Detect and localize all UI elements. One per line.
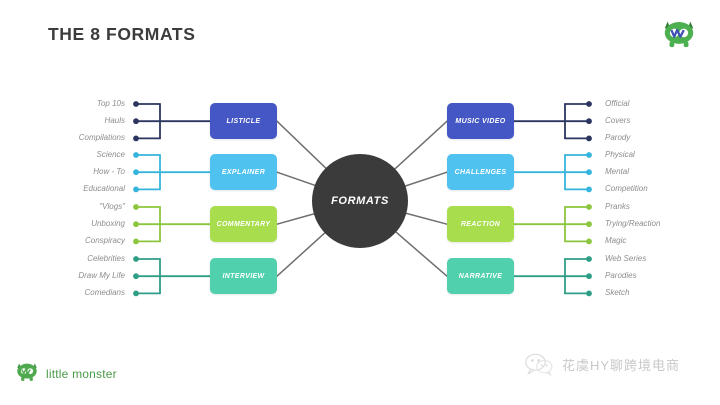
- format-box-label: LISTICLE: [226, 117, 261, 125]
- center-node-label: FORMATS: [331, 195, 389, 207]
- format-box-reaction[interactable]: REACTION: [447, 206, 514, 243]
- format-box-narrative[interactable]: NARRATIVE: [447, 258, 514, 295]
- leaf-label: How - To: [93, 167, 125, 177]
- leaf-label: Compilations: [78, 133, 125, 143]
- leaf-label: Top 10s: [96, 99, 125, 108]
- wechat-icon: [525, 353, 553, 376]
- leaf-label: Sketch: [605, 288, 630, 298]
- format-box-explainer[interactable]: EXPLAINER: [210, 154, 277, 191]
- leaf-label: Draw My Life: [78, 271, 125, 281]
- leaf-label: Parody: [605, 133, 631, 143]
- leaf-label: Conspiracy: [84, 236, 125, 246]
- leaf-label: Competition: [605, 184, 648, 194]
- little-monster-icon: [664, 21, 694, 48]
- footer-brand-label: little monster: [46, 367, 117, 381]
- format-box-music-video[interactable]: MUSIC VIDEO: [447, 103, 514, 140]
- format-box-listicle[interactable]: LISTICLE: [210, 103, 277, 140]
- wechat-credit: 花虞HY聊跨境电商: [524, 352, 680, 376]
- wechat-label: 花虞HY聊跨境电商: [562, 357, 681, 373]
- leaf-label: Mental: [605, 167, 630, 177]
- format-box-label: NARRATIVE: [458, 272, 503, 280]
- format-box-label: EXPLAINER: [221, 168, 266, 176]
- leaf-label: Educational: [83, 184, 125, 194]
- leaf-label: Pranks: [605, 202, 630, 211]
- leaf-label: Web Series: [605, 254, 647, 263]
- leaf-label: Trying/Reaction: [605, 219, 661, 229]
- center-node-formats[interactable]: FORMATS: [312, 154, 408, 248]
- format-box-label: INTERVIEW: [222, 272, 265, 280]
- leaf-label: "Vlogs": [99, 202, 125, 211]
- page-title: THE 8 FORMATS: [48, 24, 196, 44]
- leaf-label: Hauls: [104, 116, 125, 126]
- format-box-label: COMMENTARY: [216, 220, 271, 228]
- format-box-commentary[interactable]: COMMENTARY: [210, 206, 277, 243]
- format-box-label: CHALLENGES: [454, 168, 507, 176]
- format-box-challenges[interactable]: CHALLENGES: [447, 154, 514, 191]
- leaf-label: Science: [96, 150, 125, 159]
- little-monster-icon-footer: [17, 363, 37, 381]
- leaf-label: Comedians: [84, 288, 125, 298]
- leaf-label: Official: [605, 99, 630, 108]
- leaf-label: Celebrities: [87, 254, 125, 263]
- leaf-label: Parodies: [605, 271, 637, 281]
- leaf-label: Unboxing: [91, 219, 125, 229]
- leaf-label: Physical: [605, 150, 635, 159]
- format-box-interview[interactable]: INTERVIEW: [210, 258, 277, 295]
- format-box-label: MUSIC VIDEO: [455, 117, 506, 125]
- leaf-label: Magic: [605, 236, 627, 246]
- format-box-label: REACTION: [460, 220, 501, 228]
- leaf-label: Covers: [605, 116, 631, 126]
